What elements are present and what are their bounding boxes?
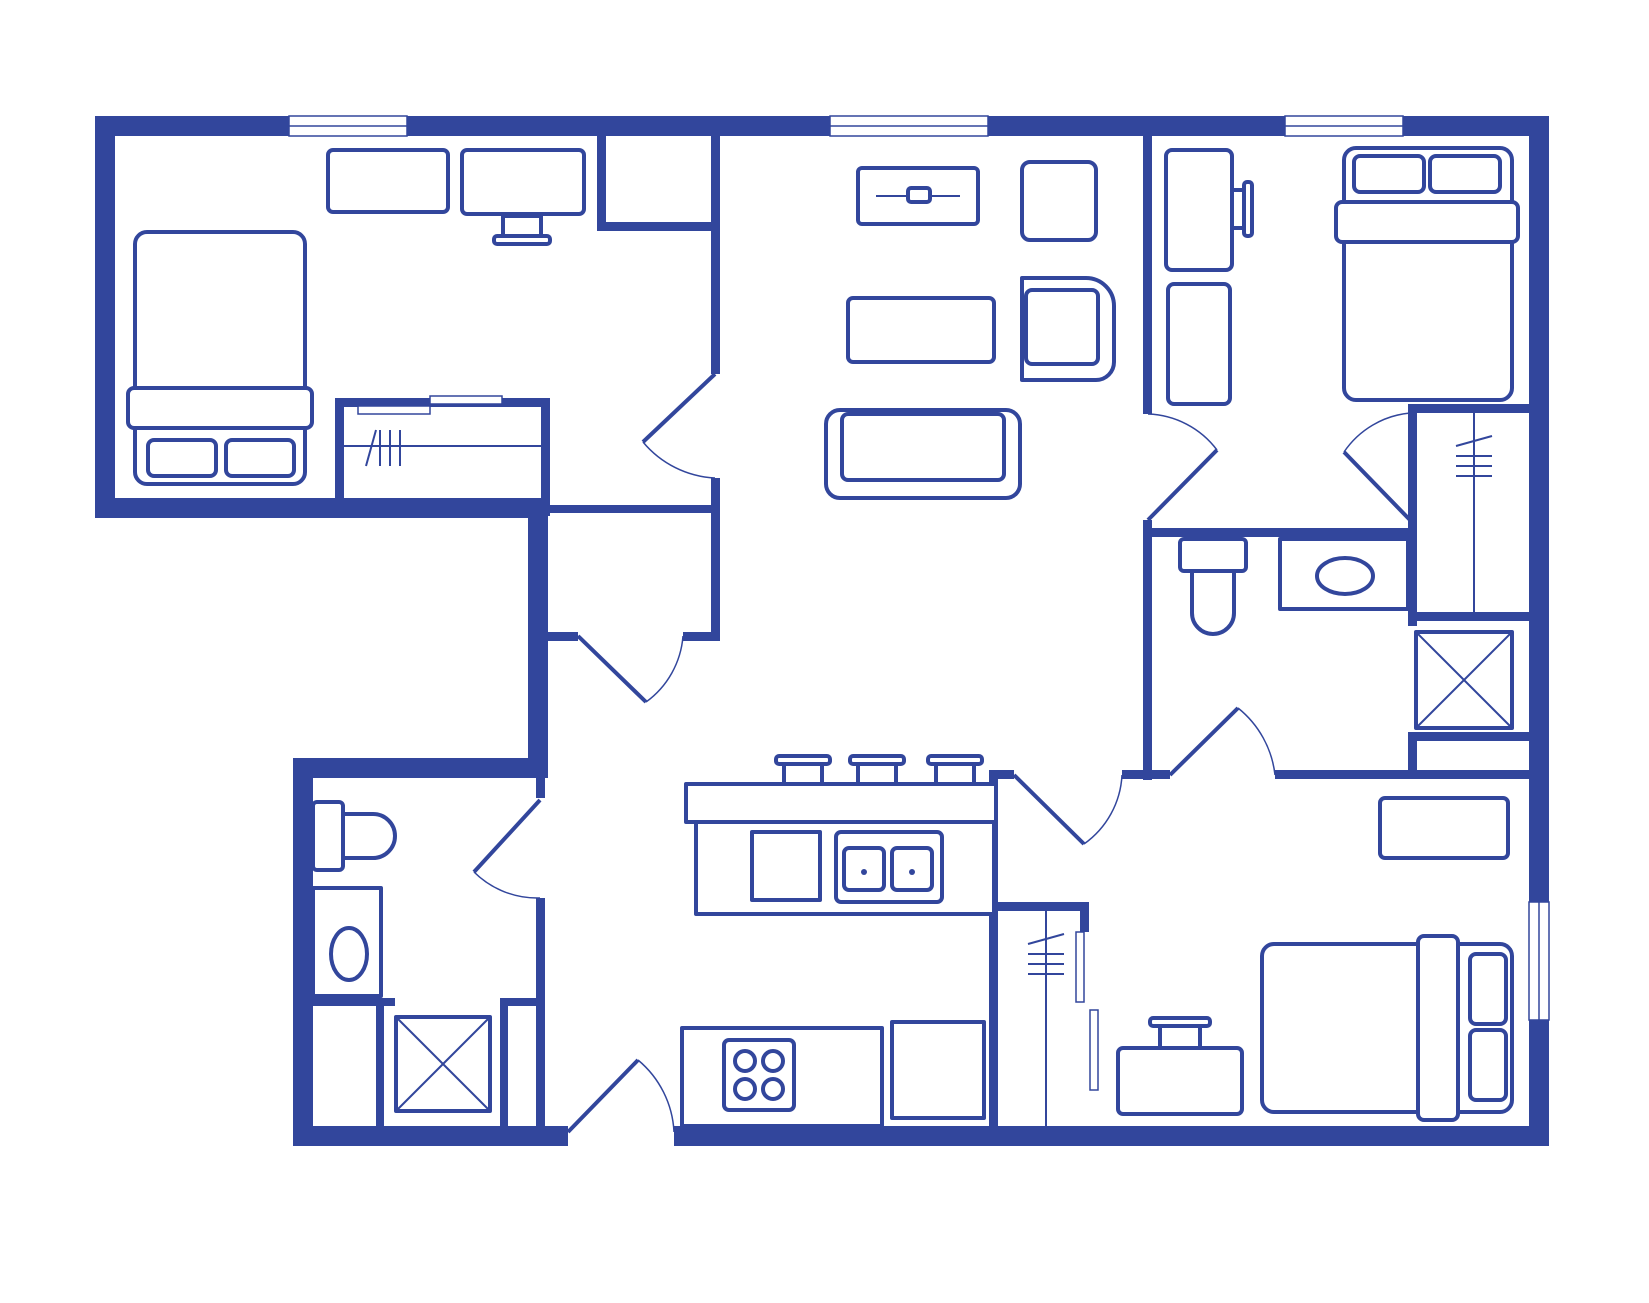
exterior-wall-right [1529, 116, 1549, 1146]
door-bedroom2-closet [1342, 412, 1412, 522]
shower [1414, 630, 1514, 730]
side-table [1020, 160, 1098, 242]
bath2-wall-bottom-l [1122, 770, 1170, 779]
bath2-wall-bottom-r [1275, 770, 1535, 779]
door-bedroom1 [641, 372, 717, 479]
dresser [326, 148, 450, 214]
hall-closet-wall-bottom-l [545, 632, 578, 641]
wardrobe-wall-left [335, 398, 344, 516]
bedroom2-wall-bottom [1143, 528, 1408, 537]
sofa [824, 408, 1022, 500]
windows [288, 115, 1550, 1021]
doors [472, 372, 1412, 1134]
bedroom2-closet-wall-top [1410, 404, 1535, 413]
desk [1116, 1016, 1244, 1116]
vanity-sink [1278, 537, 1410, 611]
dresser [1166, 282, 1232, 406]
kitchen [680, 754, 998, 1128]
closet-rod [1455, 413, 1493, 612]
exterior-wall-bedroom-bottom [95, 498, 538, 518]
coffee-table [846, 296, 996, 364]
exterior-wall-bottom [674, 1126, 1549, 1146]
closet-rod [1027, 911, 1099, 1126]
door-bedroom3 [1012, 773, 1123, 846]
desk-with-chair [1164, 148, 1254, 272]
shower2-wall-bottom [1408, 732, 1535, 741]
wardrobe-rod [344, 395, 541, 467]
door-hall-closet [576, 634, 684, 704]
double-sink [834, 830, 944, 904]
bedroom1-wall-right [711, 134, 720, 374]
window-bedroom2 [1284, 115, 1404, 137]
bath1-shower-wall-rv [500, 998, 508, 1128]
hall-closet-wall-top [545, 505, 720, 513]
bedroom3-closet-wall-right [1080, 902, 1089, 932]
bathroom-2 [1178, 537, 1514, 730]
bath1-shower-wall [313, 998, 395, 1006]
bedroom1-wall-right-lower [711, 478, 720, 518]
bath1-shower-wall-r [500, 998, 540, 1006]
bar-stool-2 [848, 754, 906, 786]
exterior-wall-bottom-left [293, 1126, 568, 1146]
window-living [829, 115, 989, 137]
bar-stool-3 [926, 754, 984, 786]
bar-stool-1 [774, 754, 832, 786]
bed [1260, 934, 1514, 1122]
bedroom-3 [1027, 796, 1514, 1126]
door-bath1 [472, 798, 542, 899]
hall-closet-wall-bottom-r [683, 632, 720, 641]
bed [1334, 146, 1520, 402]
window-bedroom1 [288, 115, 408, 137]
tv-stand [856, 166, 980, 226]
bedroom3-wall-left [989, 770, 998, 1146]
bedroom3-wall-top-left [989, 770, 1014, 779]
exterior-wall-top [95, 116, 1549, 136]
walls [95, 116, 1549, 1146]
door-entry [566, 1058, 675, 1134]
exterior-wall-bath-top [293, 758, 548, 778]
bedroom-2 [1164, 146, 1520, 612]
bath1-shower-wall-v [376, 998, 384, 1128]
bedroom2-closet-wall-left [1408, 404, 1417, 626]
toilet [311, 800, 397, 872]
door-bedroom2 [1146, 413, 1219, 522]
kitchen-island [684, 782, 998, 916]
hall-closet-wall-right [711, 505, 720, 640]
bedroom-1 [126, 148, 586, 486]
window-bedroom3 [1528, 901, 1550, 1021]
armchair [1020, 276, 1116, 382]
bedroom2-wall-left [1143, 134, 1152, 414]
exterior-wall-left-bath [293, 758, 313, 1144]
wardrobe-wall-right [541, 398, 550, 516]
exterior-wall-left-bedroom [95, 116, 115, 516]
exterior-wall-left-mid [528, 498, 548, 768]
bathroom-1 [311, 800, 492, 1113]
bedroom3-closet-wall-top [989, 902, 1089, 911]
bath2-wall-left [1143, 520, 1152, 780]
bath1-wall-right-top [536, 758, 545, 798]
refrigerator [890, 1020, 986, 1120]
vanity-sink [311, 886, 383, 998]
bed [126, 230, 314, 486]
shower2-wall-left-low [1408, 732, 1417, 777]
door-bath2 [1168, 706, 1276, 777]
cooktop [722, 1038, 796, 1112]
living-room [824, 160, 1116, 500]
toilet [1178, 537, 1248, 636]
shower [394, 1015, 492, 1113]
bath1-wall-right-low [536, 898, 545, 1146]
bedroom1-closet-wall-h [597, 222, 715, 231]
desk [460, 148, 586, 246]
bedroom1-closet-wall-v [597, 134, 606, 230]
bedroom2-closet-wall-bottom [1408, 612, 1535, 621]
dresser [1378, 796, 1510, 860]
